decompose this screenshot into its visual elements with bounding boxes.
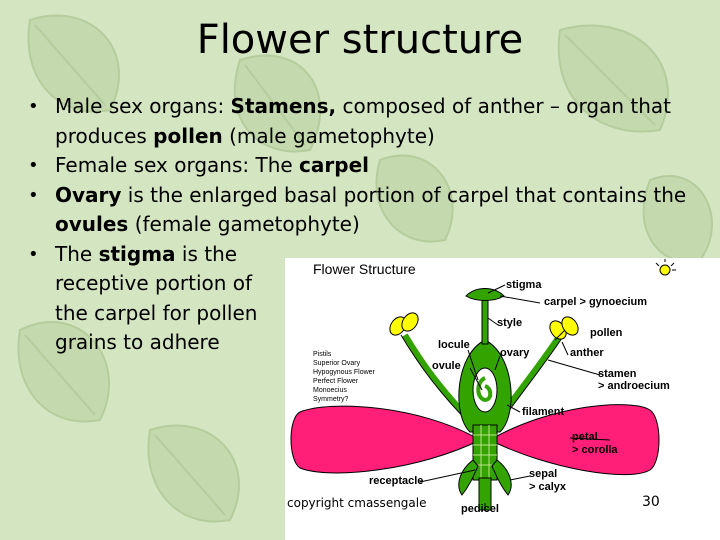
bullet-text: grains to adhere (55, 330, 220, 354)
label-androecium: > androecium (598, 380, 670, 392)
bullet-text: Male sex organs: (55, 94, 231, 118)
label-locule: locule (438, 339, 470, 351)
bullet-text: (female gametophyte) (128, 212, 360, 236)
bullet-text: (male gametophyte) (222, 123, 435, 148)
label-pollen: pollen (590, 327, 623, 339)
term-stigma: stigma (98, 241, 176, 266)
stigma-shape (465, 288, 505, 301)
label-ovary: ovary (500, 347, 530, 359)
note-line: Hypogynous Flower (313, 369, 376, 376)
bullet-text: the carpel for pollen (55, 300, 258, 325)
ovule-shape (476, 376, 493, 403)
bullet-stamens: Male sex organs: Stamens, composed of an… (28, 92, 720, 151)
left-petal (290, 405, 482, 474)
note-line: Monoecius (313, 387, 347, 394)
label-anther: anther (570, 347, 604, 359)
bullet-ovary: Ovary is the enlarged basal portion of c… (28, 181, 720, 240)
label-ovule: ovule (432, 360, 461, 372)
label-corolla: > corolla (572, 444, 618, 456)
page-number: 30 (642, 494, 660, 510)
label-sepal: sepal (529, 468, 557, 480)
label-carpel: carpel > gynoecium (544, 296, 647, 308)
anthers (389, 312, 579, 340)
label-calyx: > calyx (529, 481, 567, 493)
note-line: Symmetry? (313, 396, 349, 403)
bullet-text: Female sex organs: The (55, 153, 300, 177)
receptacle-shape (472, 424, 498, 481)
small-notes: Pistils Superior Ovary Hypogynous Flower… (313, 351, 376, 403)
label-petal: petal (572, 431, 598, 443)
slide-title: Flower structure (196, 17, 524, 63)
bullet-list: Male sex organs: Stamens, composed of an… (28, 92, 720, 358)
diagram-title: Flower Structure (313, 261, 416, 277)
copyright-text: copyright cmassengale (287, 496, 427, 510)
sparkle-icon (655, 259, 676, 276)
label-pedicel: pedicel (461, 503, 499, 515)
bullet-text: is the enlarged basal portion of carpel … (121, 182, 687, 207)
term-carpel: carpel (299, 153, 369, 177)
note-line: Superior Ovary (313, 360, 361, 367)
right-petal (488, 404, 660, 476)
label-stamen: stamen (598, 368, 637, 380)
term-pollen: pollen (153, 123, 223, 148)
locule-shape (472, 367, 498, 413)
bullet-text: composed of anther – organ that produces (55, 94, 671, 148)
term-ovules: ovules (55, 212, 129, 236)
bullet-text: receptive portion of (55, 271, 253, 295)
bullet-stigma: The stigma is the receptive portion of t… (28, 240, 720, 358)
leader-lines (419, 284, 611, 510)
bullet-text: The (55, 241, 99, 266)
label-filament: filament (522, 406, 565, 418)
label-receptacle: receptacle (369, 475, 423, 487)
term-stamens: Stamens, (230, 94, 337, 118)
label-stigma: stigma (506, 279, 542, 291)
bullet-text: is the (175, 241, 238, 266)
note-line: Pistils (313, 351, 332, 358)
left-sepal (458, 459, 479, 496)
label-style: style (497, 317, 522, 329)
note-line: Perfect Flower (313, 378, 359, 385)
right-sepal (491, 459, 512, 496)
term-ovary: Ovary (55, 182, 122, 207)
style-shape (481, 295, 489, 345)
bullet-carpel: Female sex organs: The carpel (28, 151, 720, 181)
